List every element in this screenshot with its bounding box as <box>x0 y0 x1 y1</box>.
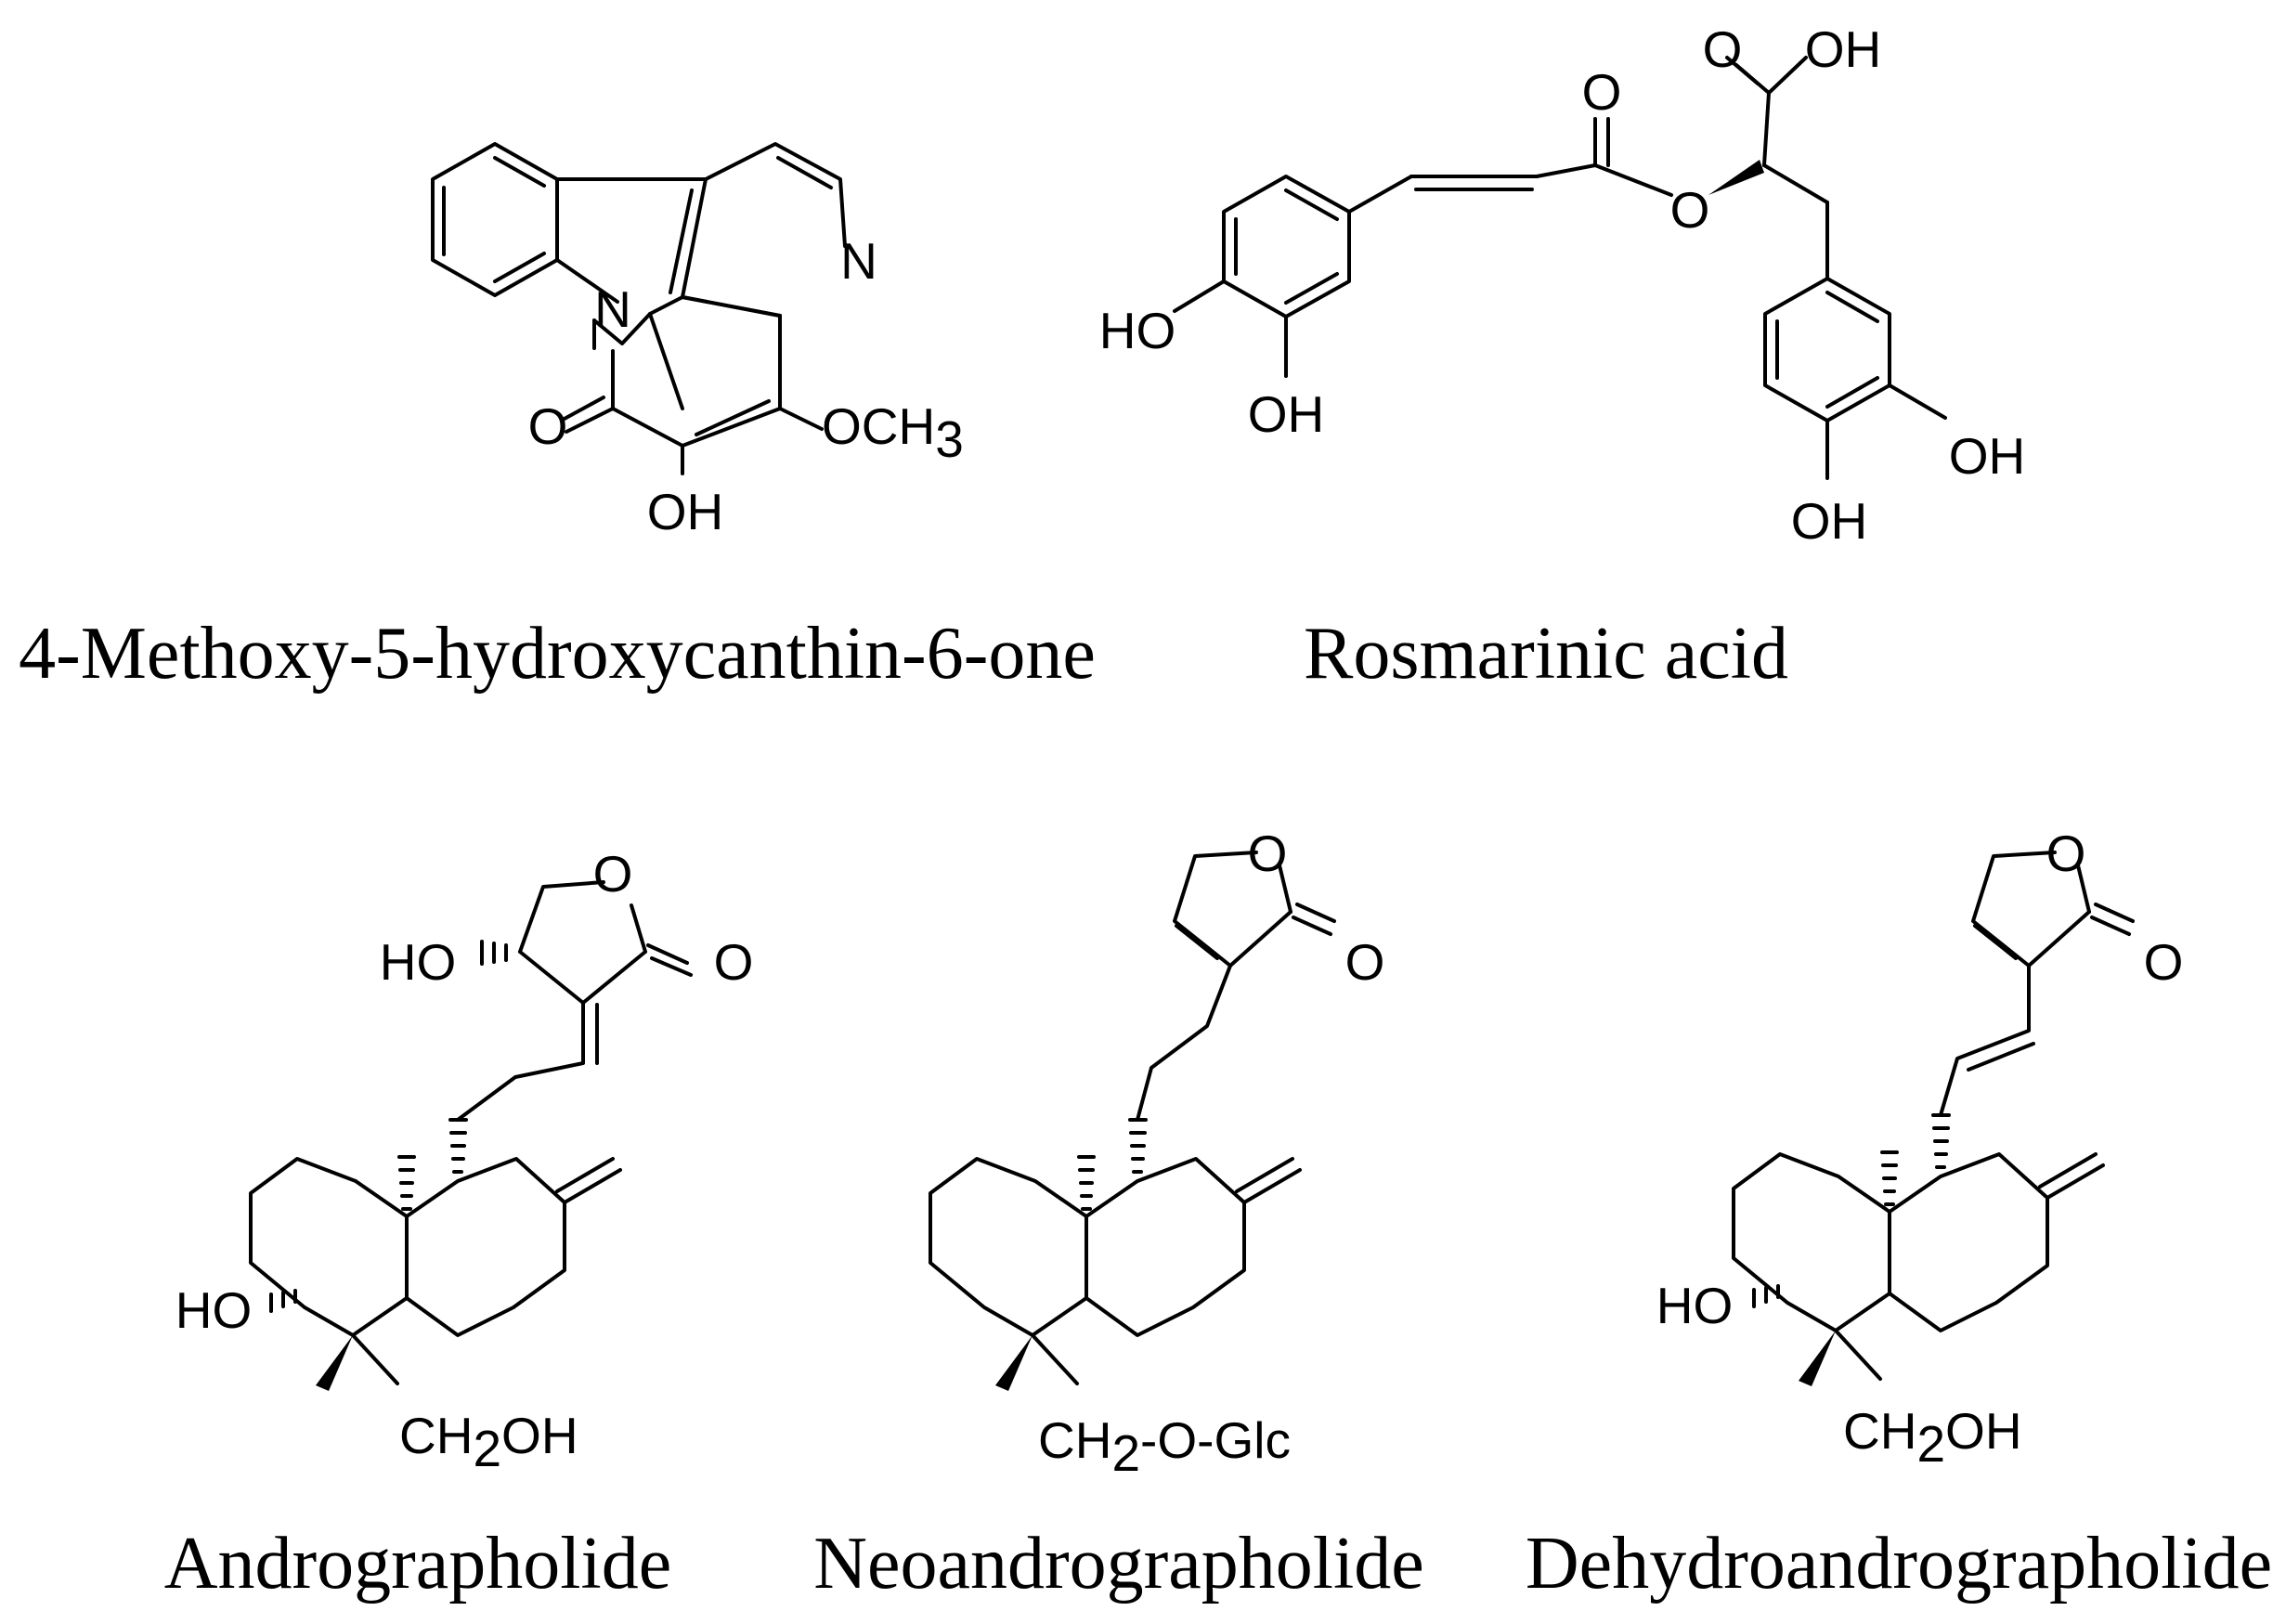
pyridine-nitrogen-label: N <box>840 232 877 290</box>
compound-name: Dehydroandrographolide <box>1526 1523 2272 1605</box>
ester-oxygen-label: O <box>1670 181 1710 239</box>
compound-name: 4-Methoxy-5-hydroxycanthin-6-one <box>19 613 1096 695</box>
left-ring-hydroxyl-b-label: OH <box>1248 385 1325 443</box>
hydroxymethyl-label: CH2OH <box>399 1407 578 1477</box>
ester-carbonyl-oxygen-label: O <box>1582 63 1622 121</box>
ring-hydroxyl-label: HO <box>1656 1277 1734 1334</box>
hydroxyl-label: OH <box>647 483 724 540</box>
neoandrographolide-structure: O O CH2-O-Glc Neoandrographolide <box>813 825 1424 1605</box>
carbonyl-oxygen-label: O <box>2144 933 2184 991</box>
hydroxymethyl-label: CH2OH <box>1843 1402 2022 1473</box>
ring-hydroxyl-label: HO <box>175 1281 253 1339</box>
carbonyl-oxygen-label: O <box>528 397 568 455</box>
rosmarinic-acid-structure: O O O OH HO OH OH OH Rosmarinic acid <box>1099 20 2026 695</box>
left-ring-hydroxyl-a-label: HO <box>1099 302 1176 359</box>
acid-hydroxyl-label: OH <box>1805 20 1882 78</box>
ring-oxygen-label: O <box>593 845 633 903</box>
dehydroandrographolide-structure: O O HO CH2OH Dehydroandrographolide <box>1526 825 2272 1605</box>
glucoside-label: CH2-O-Glc <box>1038 1411 1291 1482</box>
lactone-hydroxyl-label: HO <box>380 933 457 991</box>
right-ring-hydroxyl-a-label: OH <box>1949 427 2026 485</box>
ring-nitrogen-label: N <box>594 280 631 338</box>
ring-oxygen-label: O <box>1248 825 1288 882</box>
compound-name: Rosmarinic acid <box>1304 613 1788 695</box>
canthinone-structure: N N O OH OCH3 4-Methoxy-5-hydroxycanthin… <box>19 142 1096 695</box>
methoxy-label: OCH3 <box>822 397 964 468</box>
ring-oxygen-label: O <box>2046 825 2086 882</box>
carbonyl-oxygen-label: O <box>714 933 754 991</box>
acid-carbonyl-oxygen-label: O <box>1703 20 1743 78</box>
andrographolide-structure: O O HO HO CH2OH Andrographolide <box>164 845 754 1605</box>
compound-name: Neoandrographolide <box>813 1523 1424 1605</box>
compound-name: Andrographolide <box>164 1523 672 1605</box>
carbonyl-oxygen-label: O <box>1345 933 1385 991</box>
right-ring-hydroxyl-b-label: OH <box>1791 492 1868 550</box>
